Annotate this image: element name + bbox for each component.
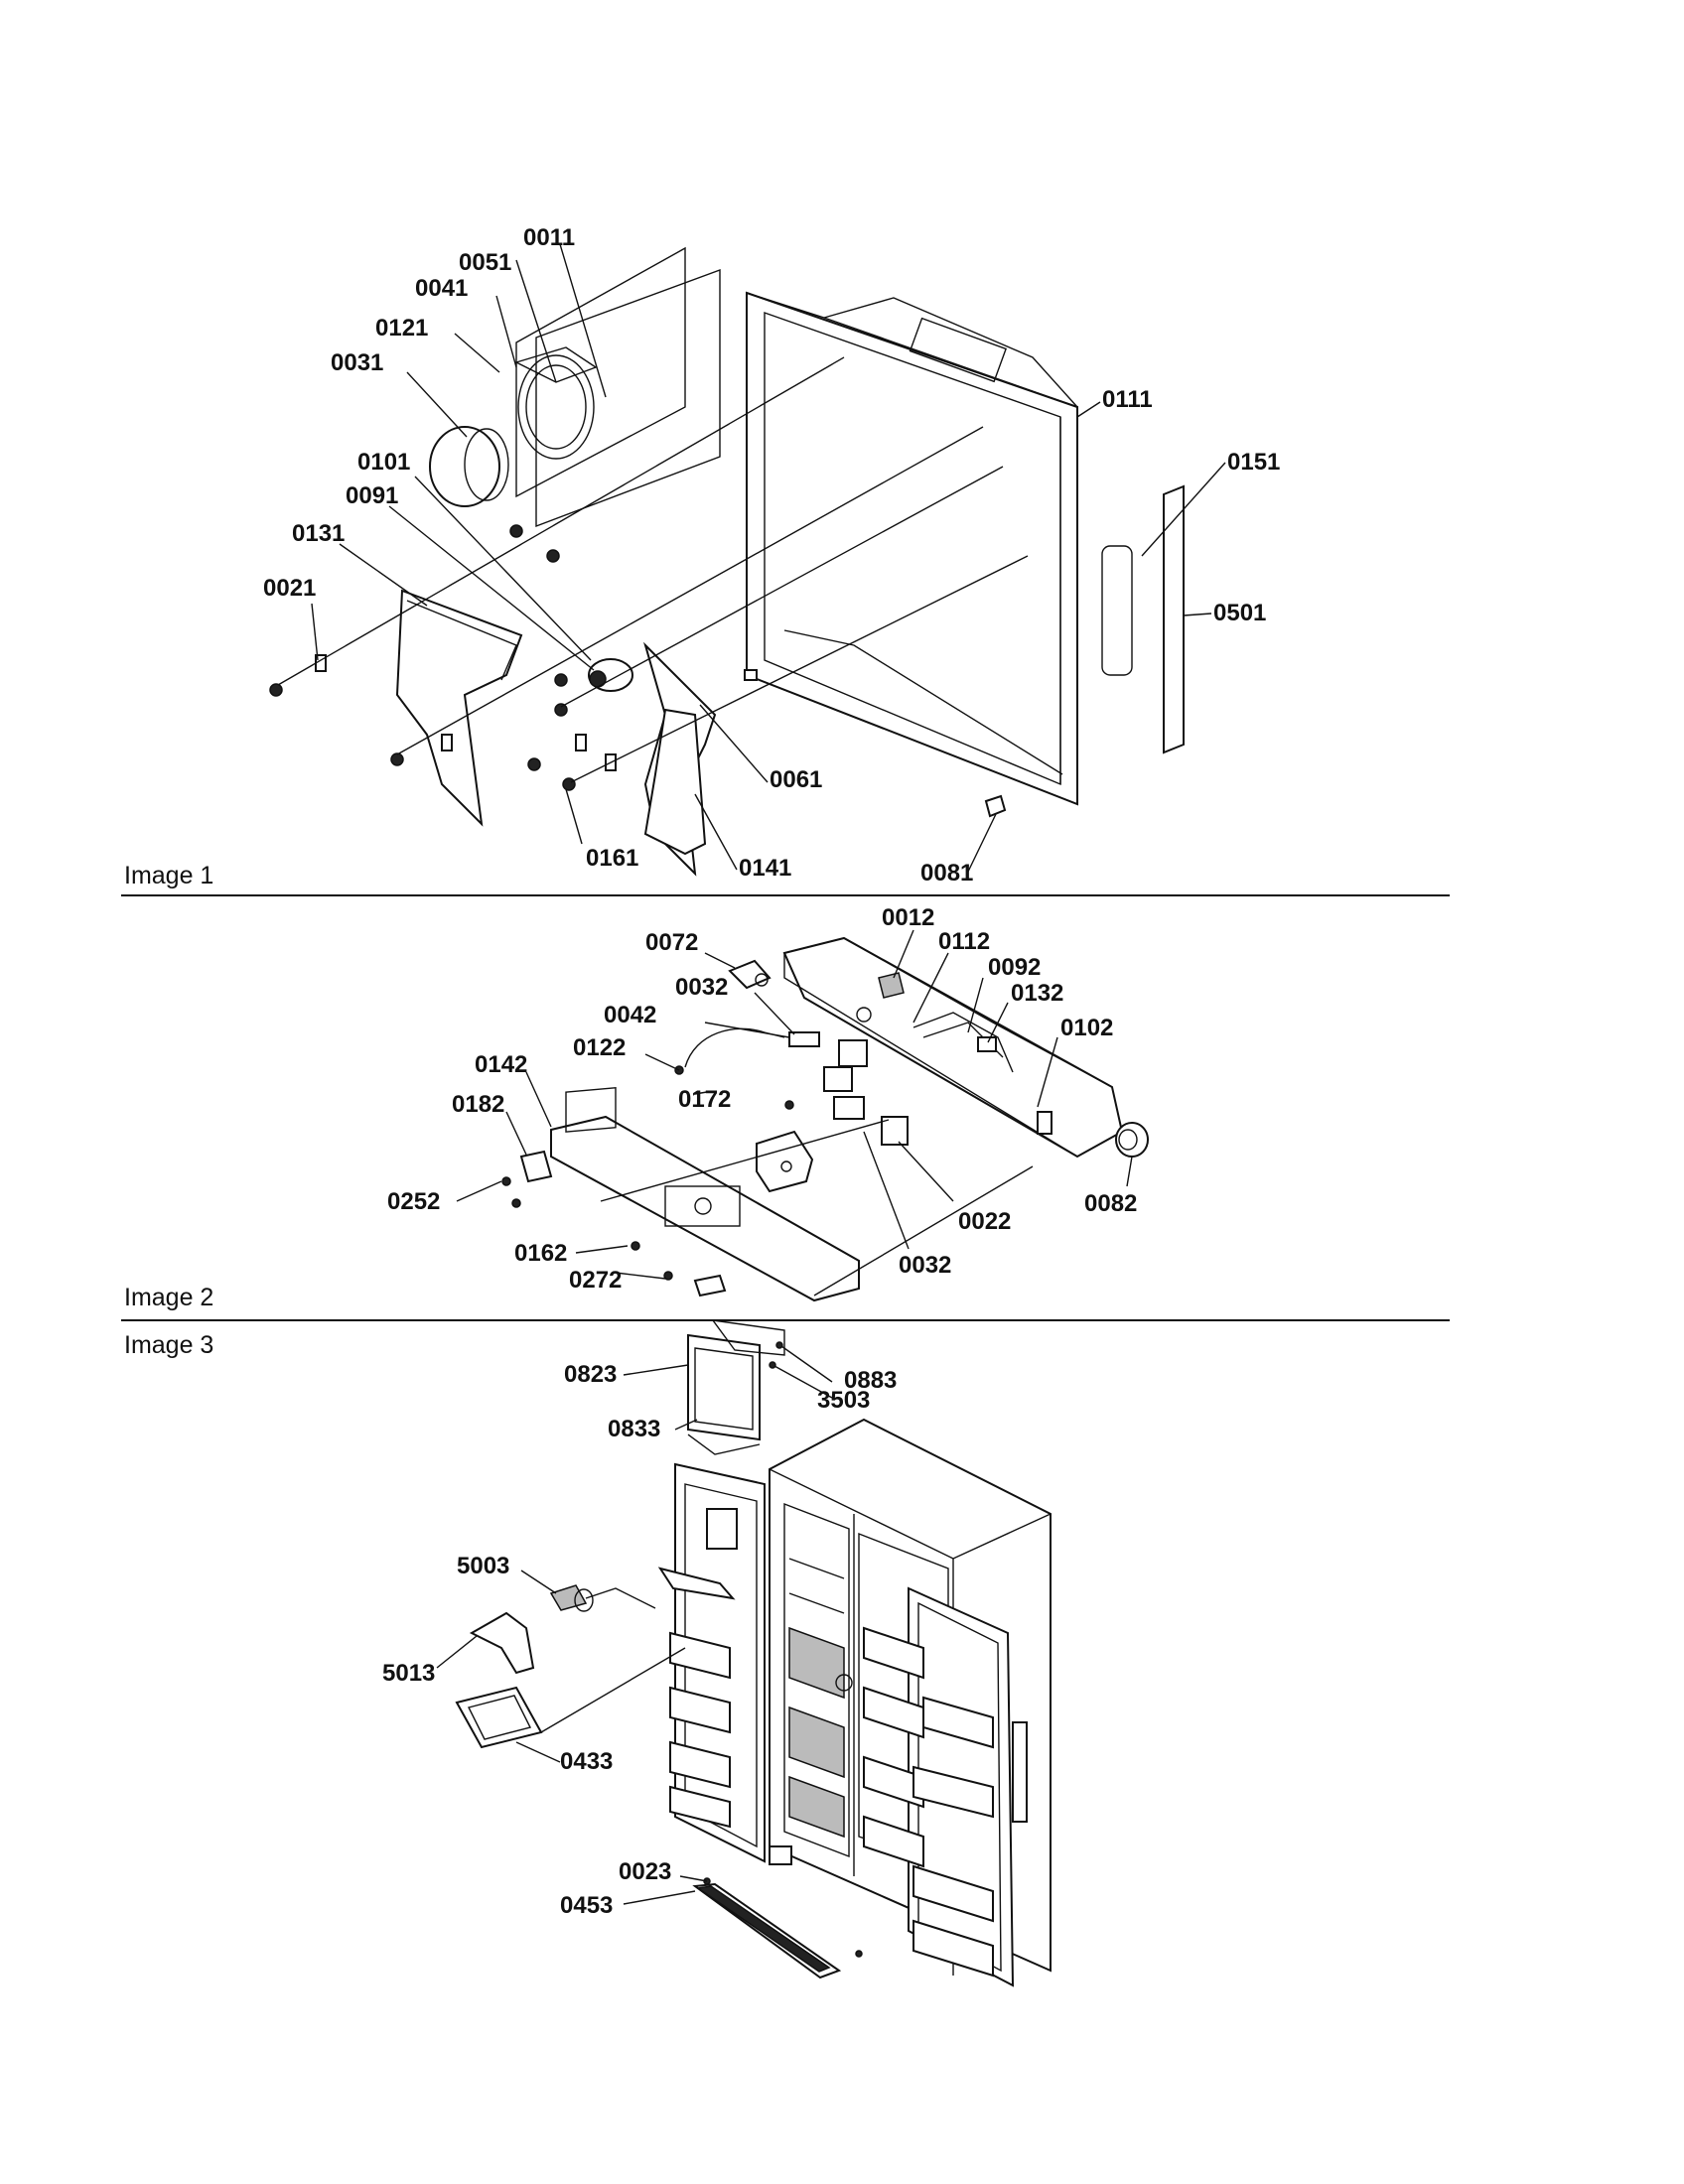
label-0112: 0112 [938, 928, 990, 955]
label-0021: 0021 [263, 575, 316, 602]
label-0272: 0272 [569, 1267, 622, 1294]
label-0102: 0102 [1060, 1015, 1113, 1041]
label-0433: 0433 [560, 1748, 613, 1775]
label-0031: 0031 [331, 349, 383, 376]
image-1-fan-assembly-drawing: 0011 0051 0041 0121 0031 0101 0091 0131 … [124, 224, 1280, 889]
label-0121: 0121 [375, 315, 428, 341]
label-0101: 0101 [357, 449, 410, 476]
section-title-image-3: Image 3 [124, 1331, 213, 1359]
label-0011: 0011 [523, 224, 575, 251]
label-0172: 0172 [678, 1086, 731, 1113]
fresh-door-shelves [863, 1626, 994, 1978]
label-0041: 0041 [415, 275, 468, 302]
label-0833: 0833 [608, 1416, 660, 1442]
label-0151: 0151 [1227, 449, 1280, 476]
label-0023: 0023 [619, 1858, 671, 1885]
label-0453: 0453 [560, 1892, 613, 1919]
label-0141: 0141 [739, 855, 791, 882]
label-0182: 0182 [452, 1091, 504, 1118]
label-0501: 0501 [1213, 600, 1266, 626]
label-0823: 0823 [564, 1361, 617, 1388]
label-0162: 0162 [514, 1240, 567, 1267]
label-0072: 0072 [645, 929, 698, 956]
label-0131: 0131 [292, 520, 345, 547]
label-5003: 5003 [457, 1553, 509, 1579]
label-3503: 3503 [817, 1387, 870, 1414]
label-5013: 5013 [382, 1660, 435, 1687]
freezer-baskets [788, 1626, 845, 1839]
section-title-image-2: Image 2 [124, 1284, 213, 1311]
image-2-control-assembly-drawing: 0012 0112 0072 0092 0032 0132 0042 0102 … [124, 904, 1149, 1311]
label-0012: 0012 [882, 904, 934, 931]
label-0051: 0051 [459, 249, 511, 276]
label-0161: 0161 [586, 845, 638, 872]
label-0142: 0142 [475, 1051, 527, 1078]
label-0111: 0111 [1102, 386, 1153, 413]
label-0032-bottom: 0032 [899, 1252, 951, 1279]
label-0252: 0252 [387, 1188, 440, 1215]
image-3-cabinet-doors-drawing: Image 3 [124, 1319, 1052, 1987]
section-title-image-1: Image 1 [124, 862, 213, 889]
label-0022: 0022 [958, 1208, 1011, 1235]
label-0032-top: 0032 [675, 974, 728, 1001]
label-0081: 0081 [920, 860, 973, 887]
label-0883: 0883 [844, 1367, 897, 1394]
label-0082: 0082 [1084, 1190, 1137, 1217]
label-0091: 0091 [346, 482, 398, 509]
label-0132: 0132 [1011, 980, 1063, 1007]
label-0061: 0061 [770, 766, 822, 793]
label-0122: 0122 [573, 1034, 626, 1061]
label-0042: 0042 [604, 1002, 656, 1028]
freezer-door-shelves [669, 1631, 731, 1829]
label-0092: 0092 [988, 954, 1041, 981]
